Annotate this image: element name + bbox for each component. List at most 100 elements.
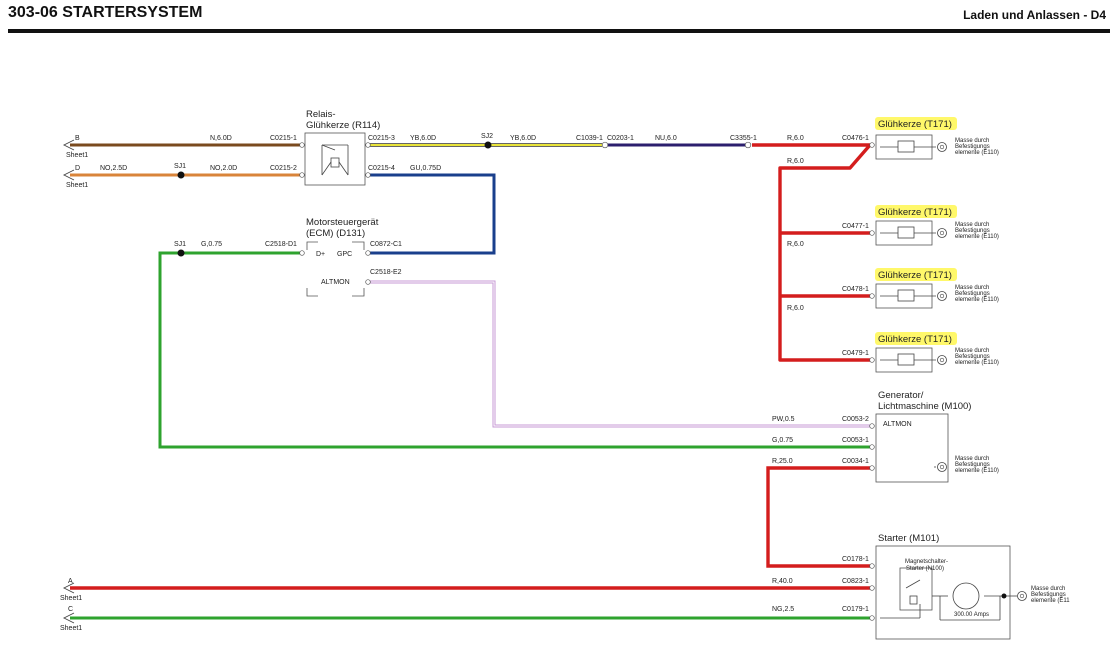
sheetref-d-letter: D xyxy=(75,165,80,172)
solenoid-box xyxy=(899,567,933,611)
starter-m101: Starter (M101) Magnetschalter- Starter (… xyxy=(875,533,1070,640)
wire-label-no25: NO,2.5D xyxy=(100,165,127,172)
ground-4-icon xyxy=(937,355,947,365)
conn-c0476-1: C0476-1 xyxy=(842,135,869,142)
starter-motor-rating: 300.00 Amps xyxy=(954,612,989,618)
ground-5-line2: Befestigungs xyxy=(955,462,990,468)
arrow-b-icon xyxy=(62,139,75,151)
ground-1-line2: Befestigungs xyxy=(955,144,990,150)
ecm-d131: Motorsteuergerät (ECM) (D131) D+ GPC ALT… xyxy=(306,217,379,297)
ground-5-line3: elemente (E110) xyxy=(955,468,999,474)
ground-2-line1: Masse durch xyxy=(955,222,989,228)
glow-plug-3-label: Glühkerze (T171) xyxy=(878,270,952,281)
conn-c0823-1: C0823-1 xyxy=(842,578,869,585)
ground-3-line1: Masse durch xyxy=(955,285,989,291)
conn-c0179-1: C0179-1 xyxy=(842,606,869,613)
wire-label-ng25: NG,2.5 xyxy=(772,606,794,613)
ground-5-line1: Masse durch xyxy=(955,456,989,462)
ecm-title-2: (ECM) (D131) xyxy=(306,228,365,239)
sheetref-d-sheet: Sheet1 xyxy=(66,182,88,189)
ground-4-line1: Masse durch xyxy=(955,348,989,354)
wire-pw-lilac-core xyxy=(368,281,872,427)
glow-plug-1-label: Glühkerze (T171) xyxy=(878,119,952,130)
ground-1-line1: Masse durch xyxy=(955,138,989,144)
arrow-c-icon xyxy=(62,612,75,624)
glow-plug-4: Glühkerze (T171) Masse durch Befestigung… xyxy=(875,332,999,373)
sheetref-b-sheet: Sheet1 xyxy=(66,152,88,159)
ecm-pin-altmon: ALTMON xyxy=(321,279,350,286)
wire-label-n6: N,6.0D xyxy=(210,135,232,142)
relay-box xyxy=(304,132,366,186)
ground-6-icon xyxy=(1017,591,1027,601)
ground-1-icon xyxy=(937,142,947,152)
solenoid-title-2: Starter (N100) xyxy=(906,566,944,572)
sheetref-c-letter: C xyxy=(68,606,73,613)
splice-sj2-label: SJ2 xyxy=(481,133,493,140)
ground-3-line3: elemente (E110) xyxy=(955,297,999,303)
wire-gu-blue xyxy=(368,173,496,255)
splice-sj1-ecm-label: SJ1 xyxy=(174,241,186,248)
splice-sj2 xyxy=(484,141,492,149)
wire-label-r40: R,40.0 xyxy=(772,578,793,585)
relay-title-2: Glühkerze (R114) xyxy=(306,120,380,131)
starter-motor-icon xyxy=(952,582,980,610)
header-rule xyxy=(8,29,1110,33)
solenoid-switch-icon xyxy=(880,579,1008,621)
wire-label-nu6: NU,6.0 xyxy=(655,135,677,142)
glow-plug-1: Glühkerze (T171) Masse durch Befestigung… xyxy=(875,117,999,160)
sheetref-b-letter: B xyxy=(75,135,80,142)
ecm-bracket-tl xyxy=(306,241,318,250)
conn-c2518-d1: C2518-D1 xyxy=(265,241,297,248)
ground-2-line2: Befestigungs xyxy=(955,228,990,234)
sheetref-a-sheet: Sheet1 xyxy=(60,595,82,602)
ground-4-line2: Befestigungs xyxy=(955,354,990,360)
conn-c0034-1: C0034-1 xyxy=(842,458,869,465)
arrow-d-icon xyxy=(62,169,75,181)
conn-c0477-1: C0477-1 xyxy=(842,223,869,230)
conn-c0872-c1: C0872-C1 xyxy=(370,241,402,248)
conn-c0178-1: C0178-1 xyxy=(842,556,869,563)
conn-c0053-2: C0053-2 xyxy=(842,416,869,423)
ground-2-line3: elemente (E110) xyxy=(955,234,999,240)
relay-switch-icon xyxy=(321,144,349,176)
ecm-bracket-bl xyxy=(306,288,318,297)
ground-3-line2: Befestigungs xyxy=(955,291,990,297)
wire-label-r6c: R,6.0 xyxy=(787,241,804,248)
glow-plug-3-element-icon xyxy=(897,289,915,302)
ground-3-icon xyxy=(937,291,947,301)
wire-r6-harness xyxy=(778,143,874,362)
solenoid-title-1: Magnetschalter- xyxy=(905,559,948,565)
glow-plug-4-element-icon xyxy=(897,353,915,366)
wire-label-g075b: G,0.75 xyxy=(772,437,793,444)
wire-g-green-ecm xyxy=(158,251,872,449)
wire-label-r6b: R,6.0 xyxy=(787,158,804,165)
section-title: Laden und Anlassen - D4 xyxy=(963,8,1106,22)
ecm-bracket-br xyxy=(352,288,365,297)
ecm-pin-gpc: GPC xyxy=(337,251,352,258)
ground-6-line3: elemente (E11 xyxy=(1031,598,1070,604)
wire-label-no20: NO,2.0D xyxy=(210,165,237,172)
wire-r25-red xyxy=(766,466,872,568)
conn-c0203-1: C0203-1 xyxy=(607,135,634,142)
conn-c0479-1: C0479-1 xyxy=(842,350,869,357)
ecm-bracket-tr xyxy=(352,241,365,250)
conn-c3355-1: C3355-1 xyxy=(730,135,757,142)
starter-box xyxy=(875,545,1011,640)
sheet-refs xyxy=(62,139,75,624)
glow-plug-2-label: Glühkerze (T171) xyxy=(878,207,952,218)
glow-plug-2-element-icon xyxy=(897,226,915,239)
splice-sj1-top xyxy=(177,171,185,179)
glow-plug-2: Glühkerze (T171) Masse durch Befestigung… xyxy=(875,205,999,246)
wire-label-r6d: R,6.0 xyxy=(787,305,804,312)
wire-label-yb6b: YB,6.0D xyxy=(510,135,536,142)
ground-1-line3: elemente (E110) xyxy=(955,150,999,156)
wire-label-pw05: PW,0.5 xyxy=(772,416,795,423)
glow-plug-3-highlight xyxy=(875,268,957,281)
glow-plug-1-element-icon xyxy=(897,140,915,153)
generator-title-2: Lichtmaschine (M100) xyxy=(878,401,971,412)
glow-plug-2-highlight xyxy=(875,205,957,218)
wire-label-r6a: R,6.0 xyxy=(787,135,804,142)
conn-c0215-2: C0215-2 xyxy=(270,165,297,172)
wire-label-g075a: G,0.75 xyxy=(201,241,222,248)
